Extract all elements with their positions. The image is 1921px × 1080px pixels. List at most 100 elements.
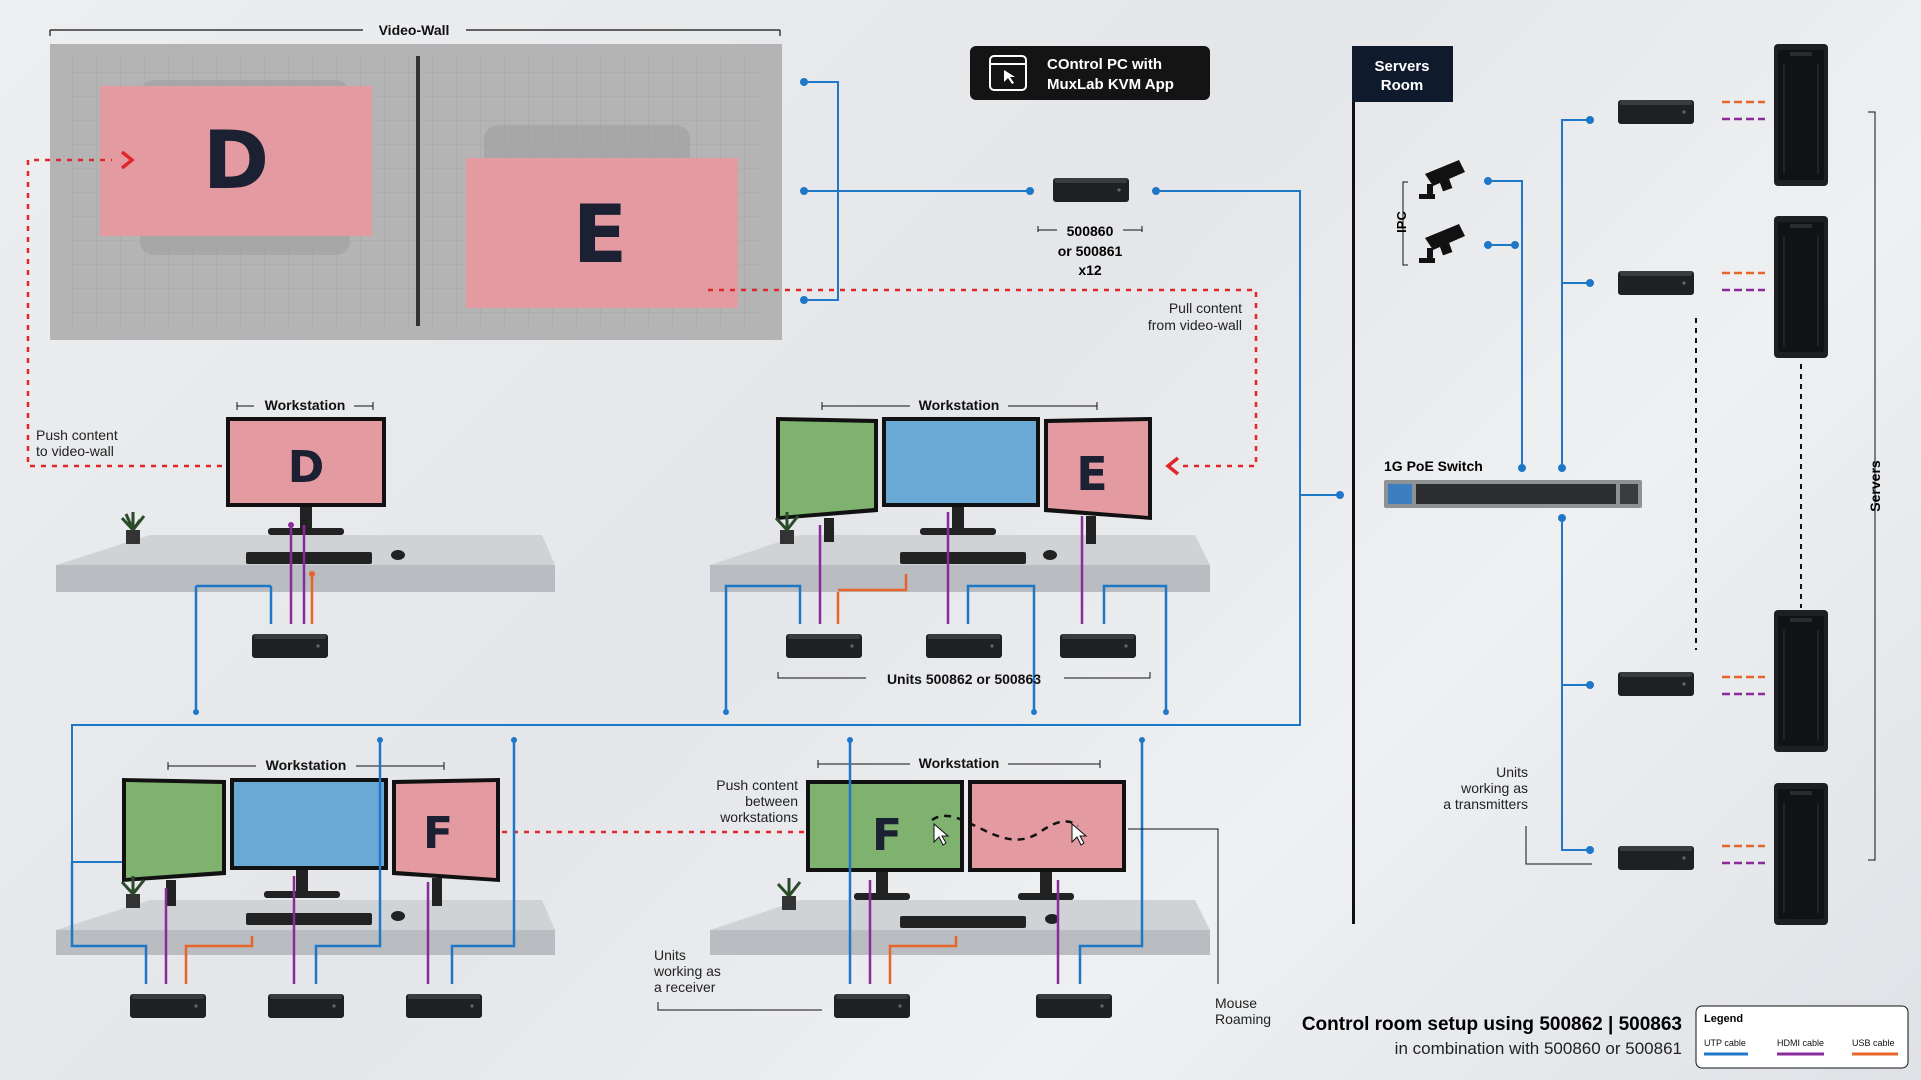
server-transmitter-unit[interactable] [1618,100,1694,124]
server-tower[interactable] [1773,215,1829,359]
transmitter-group: 500860 or 500861 x12 [1037,178,1143,278]
workstation-f-right-label: Workstation [919,755,1000,771]
video-wall: Video-Wall D E [49,22,782,340]
app-window-icon [989,55,1027,91]
content-flow-arrows [26,158,1258,834]
cursor-icon [1071,822,1088,846]
push-wall-line1: Push content [36,427,118,443]
servers-room-line2: Room [1381,77,1424,94]
monitor-f-right-letter: F [872,810,902,861]
monitor-d-screen[interactable] [230,421,382,503]
receiver-unit[interactable] [406,994,482,1018]
camera-icon[interactable] [1419,224,1465,263]
server-hdmi-usb-cables [1722,100,1765,865]
monitor-e-right-screen[interactable] [1048,421,1148,516]
receiver-unit[interactable] [786,634,862,658]
push-content-wall-note: Push content to video-wall [36,427,118,459]
mouse [391,550,405,560]
legend-utp-label: UTP cable [1704,1038,1746,1048]
plant-icon [120,876,146,908]
title-line1: Control room setup using 500862 | 500863 [1302,1014,1682,1035]
pull-content-note: Pull content from video-wall [1148,300,1242,333]
videowall-window-d[interactable] [100,86,372,236]
workstation-d: Workstation D [56,397,555,715]
cursor-icon [933,822,950,846]
receiver-unit[interactable] [834,994,910,1018]
pull-content-line1: Pull content [1169,300,1242,316]
videowall-utp-cables [71,78,1344,863]
units-receiver-line3: a receiver [654,979,716,995]
arrow-left-icon [1165,456,1180,476]
monitor-e-left-screen[interactable] [780,421,874,516]
pull-content-line2: from video-wall [1148,317,1242,333]
plant-icon [776,878,802,910]
server-transmitter-unit[interactable] [1618,271,1694,295]
videowall-window-e[interactable] [466,158,738,308]
mouse-roaming-line1: Mouse [1215,995,1257,1011]
ipc-cameras: IPC [1394,160,1526,472]
monitor-f-center-screen[interactable] [234,782,384,866]
units-receiver-note: Units working as a receiver [653,947,822,1011]
monitor-f-right-screen[interactable] [396,782,496,878]
poe-switch[interactable]: 1G PoE Switch [1384,458,1642,508]
mouse [391,911,405,921]
legend-usb-label: USB cable [1852,1038,1895,1048]
control-pc-badge[interactable]: COntrol PC with MuxLab KVM App [970,46,1210,100]
units-transmitters-note: Units working as a transmitters [1443,764,1592,865]
server-tower[interactable] [1773,609,1829,753]
receiver-unit[interactable] [268,994,344,1018]
switch-logo [1388,484,1412,504]
workstation-e-label: Workstation [919,397,1000,413]
control-pc-line2: MuxLab KVM App [1047,76,1174,93]
keyboard [246,913,372,925]
transmitter-line1: 500860 [1067,223,1114,239]
server-towers: Servers [1695,43,1883,926]
receiver-unit[interactable] [252,634,328,658]
server-transmitter-unit[interactable] [1618,846,1694,870]
workstation-e: Workstation E [710,397,1210,715]
units-transmitters-line2: working as [1460,780,1528,796]
monitor-f-left-screen[interactable] [126,782,222,878]
servers-label: Servers [1867,460,1883,512]
server-transmitter-unit[interactable] [1618,672,1694,696]
monitor-e-letter: E [1076,447,1107,501]
units-receiver-line2: working as [653,963,721,979]
monitor-f-roaming-right-screen[interactable] [972,784,1122,868]
keyboard [246,552,372,564]
transmitter-unit[interactable] [1053,178,1129,202]
transmitter-line3: x12 [1078,262,1102,278]
mouse-roaming-note: Mouse Roaming [1215,995,1271,1027]
cursor-icon [1004,70,1015,84]
camera-icon[interactable] [1419,160,1465,199]
servers-room-line1: Servers [1374,58,1429,75]
receiver-unit[interactable] [1060,634,1136,658]
arrow-right-icon [120,150,135,170]
workstation-f-left: Workstation F [56,737,555,1018]
control-pc-line1: COntrol PC with [1047,56,1162,73]
videowall-title: Video-Wall [379,22,450,38]
mouse-roaming-line2: Roaming [1215,1011,1271,1027]
legend-hdmi-label: HDMI cable [1777,1038,1824,1048]
server-tower[interactable] [1773,782,1829,926]
push-ws-line3: workstations [719,809,798,825]
push-wall-line2: to video-wall [36,443,114,459]
transmitter-line2: or 500861 [1058,243,1123,259]
videowall-window-e-label: E [573,188,628,281]
workstation-f-right: Workstation F [710,737,1219,1018]
push-ws-line2: between [745,793,798,809]
legend: Legend UTP cable HDMI cable USB cable [1695,1005,1909,1069]
mouse [1043,550,1057,560]
push-ws-line1: Push content [716,777,798,793]
receiver-unit[interactable] [926,634,1002,658]
switch-label: 1G PoE Switch [1384,458,1483,474]
ipc-label: IPC [1394,211,1409,233]
keyboard [900,916,1026,928]
mouse [1045,914,1059,924]
receiver-unit[interactable] [1036,994,1112,1018]
monitor-f-left-letter: F [423,808,453,859]
units-row-label: Units 500862 or 500863 [887,671,1041,687]
receiver-unit[interactable] [130,994,206,1018]
server-tower[interactable] [1773,43,1829,187]
monitor-e-center-screen[interactable] [886,421,1036,503]
